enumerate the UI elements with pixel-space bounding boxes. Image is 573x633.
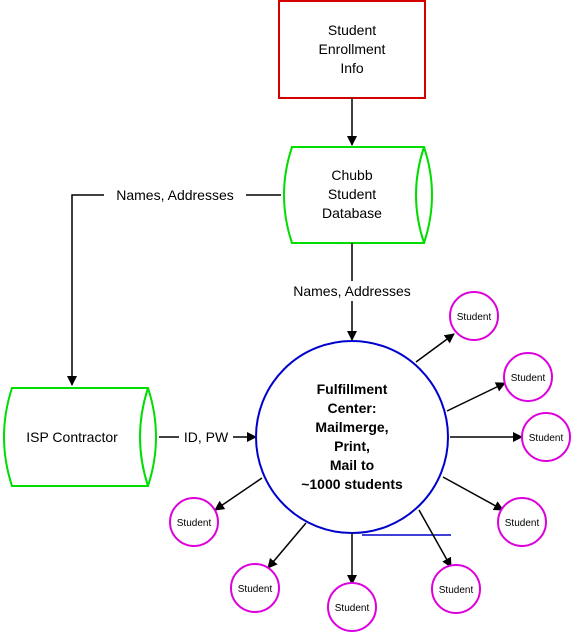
- student-node-3: Student: [521, 412, 571, 462]
- student-circle: [503, 352, 553, 402]
- student-node-1: Student: [449, 291, 499, 341]
- student-enrollment-box: [278, 0, 426, 99]
- fulfillment-label-line-5: Mail to: [330, 457, 374, 473]
- database-to-isp-connector: [67, 194, 281, 386]
- database-to-isp-label: Names, Addresses: [116, 187, 234, 203]
- student-label: Student: [439, 585, 474, 596]
- student-label: Student: [335, 603, 370, 614]
- student-node-5: Student: [431, 564, 481, 614]
- fulfillment-to-student-2-arrow: [446, 382, 506, 412]
- student-node-2: Student: [503, 352, 553, 402]
- fulfillment-to-student-8-arrow: [214, 477, 263, 511]
- database-to-fulfillment-label-bg: [282, 281, 422, 301]
- fulfillment-label-line-3: Mailmerge,: [315, 419, 388, 435]
- student-enrollment-node: Student Enrollment Info: [278, 0, 426, 99]
- student-circle: [169, 497, 219, 547]
- chubb-database-label-line-2: Student: [328, 186, 376, 202]
- isp-contractor-node: ISP Contractor: [3, 387, 157, 487]
- student-circle: [327, 582, 377, 632]
- student-label: Student: [177, 518, 212, 529]
- database-to-isp-label-bg: [104, 185, 246, 205]
- student-circle: [431, 564, 481, 614]
- fulfillment-center-node: Fulfillment Center: Mailmerge, Print, Ma…: [255, 340, 449, 534]
- fulfillment-to-student-7-arrow: [267, 522, 307, 569]
- fulfillment-to-student-5-arrow: [418, 509, 452, 568]
- student-label: Student: [511, 373, 546, 384]
- isp-to-fulfillment-label-bg: [179, 428, 233, 446]
- student-circle: [497, 497, 547, 547]
- student-enrollment-label-line-3: Info: [340, 60, 364, 76]
- isp-contractor-cylinder-face: [139, 387, 149, 487]
- student-label: Student: [457, 312, 492, 323]
- chubb-database-node: Chubb Student Database: [283, 146, 433, 244]
- chubb-database-label-line-3: Database: [322, 205, 382, 221]
- fulfillment-to-student-4-arrow: [442, 476, 504, 511]
- student-circle: [230, 563, 280, 613]
- student-node-8: Student: [169, 497, 219, 547]
- student-circle: [449, 291, 499, 341]
- isp-to-fulfillment-label: ID, PW: [184, 429, 229, 445]
- student-label: Student: [529, 433, 564, 444]
- fulfillment-label-line-2: Center:: [327, 400, 376, 416]
- fulfillment-label-line-6: ~1000 students: [301, 476, 403, 492]
- chubb-database-label-line-1: Chubb: [331, 167, 372, 183]
- student-node-7: Student: [230, 563, 280, 613]
- fulfillment-to-student-1-arrow: [415, 333, 455, 363]
- student-label: Student: [238, 584, 273, 595]
- student-node-4: Student: [497, 497, 547, 547]
- fulfillment-label-line-1: Fulfillment: [317, 381, 388, 397]
- database-to-fulfillment-label: Names, Addresses: [293, 283, 411, 299]
- student-label: Student: [505, 518, 540, 529]
- fulfillment-center-circle: [255, 340, 449, 534]
- fulfillment-label-line-4: Print,: [334, 438, 370, 454]
- student-node-6: Student: [327, 582, 377, 632]
- isp-contractor-label: ISP Contractor: [26, 429, 118, 445]
- chubb-database-cylinder-face: [415, 146, 425, 244]
- student-enrollment-label-line-1: Student: [328, 22, 376, 38]
- student-enrollment-label-line-2: Enrollment: [319, 41, 386, 57]
- student-circle: [521, 412, 571, 462]
